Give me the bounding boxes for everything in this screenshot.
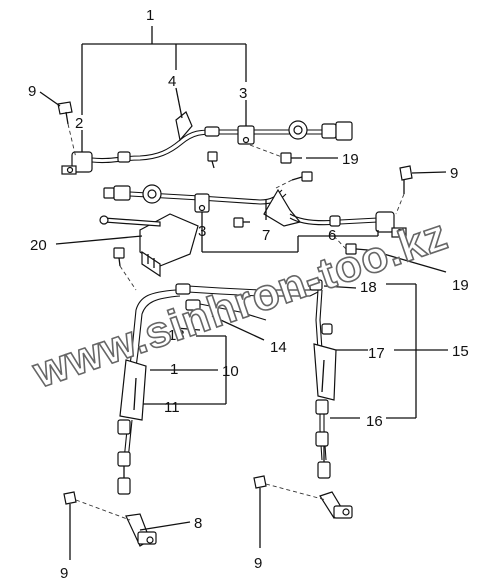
label-part-3-mid: 3 bbox=[198, 223, 206, 240]
sensor-harness-middle bbox=[103, 165, 447, 273]
label-part-9-c: 9 bbox=[60, 565, 68, 582]
label-part-2: 2 bbox=[75, 115, 83, 132]
abs-module-part-20 bbox=[55, 213, 199, 291]
label-part-9-a: 9 bbox=[28, 83, 36, 100]
part-labels: 1 4 3 9 2 19 9 20 3 7 6 19 18 14 13 17 1… bbox=[28, 7, 469, 582]
label-part-1-top: 1 bbox=[146, 7, 154, 24]
bracket-part-1-top bbox=[81, 26, 247, 115]
label-part-13: 13 bbox=[168, 327, 185, 344]
label-part-17: 17 bbox=[368, 345, 385, 362]
label-part-9-b: 9 bbox=[450, 165, 458, 182]
label-part-15: 15 bbox=[452, 343, 469, 360]
label-part-19-b: 19 bbox=[452, 277, 469, 294]
label-part-19-a: 19 bbox=[342, 151, 359, 168]
label-part-16: 16 bbox=[366, 413, 383, 430]
sensor-harness-lower-left bbox=[63, 283, 319, 560]
label-part-20: 20 bbox=[30, 237, 47, 254]
label-part-1-mid: 1 bbox=[170, 361, 178, 378]
watermark-text: www.sinhron-too.kz bbox=[26, 210, 454, 398]
label-part-14: 14 bbox=[270, 339, 287, 356]
label-part-18: 18 bbox=[360, 279, 377, 296]
label-part-10: 10 bbox=[222, 363, 239, 380]
label-part-9-d: 9 bbox=[254, 555, 262, 572]
sensor-harness-lower-right bbox=[253, 279, 448, 548]
sensor-harness-upper bbox=[39, 87, 353, 175]
label-part-6: 6 bbox=[328, 227, 336, 244]
label-part-3-top: 3 bbox=[239, 85, 247, 102]
label-part-11: 11 bbox=[164, 399, 180, 416]
label-part-7: 7 bbox=[262, 227, 270, 244]
label-part-8: 8 bbox=[194, 515, 202, 532]
label-part-4: 4 bbox=[168, 73, 176, 90]
